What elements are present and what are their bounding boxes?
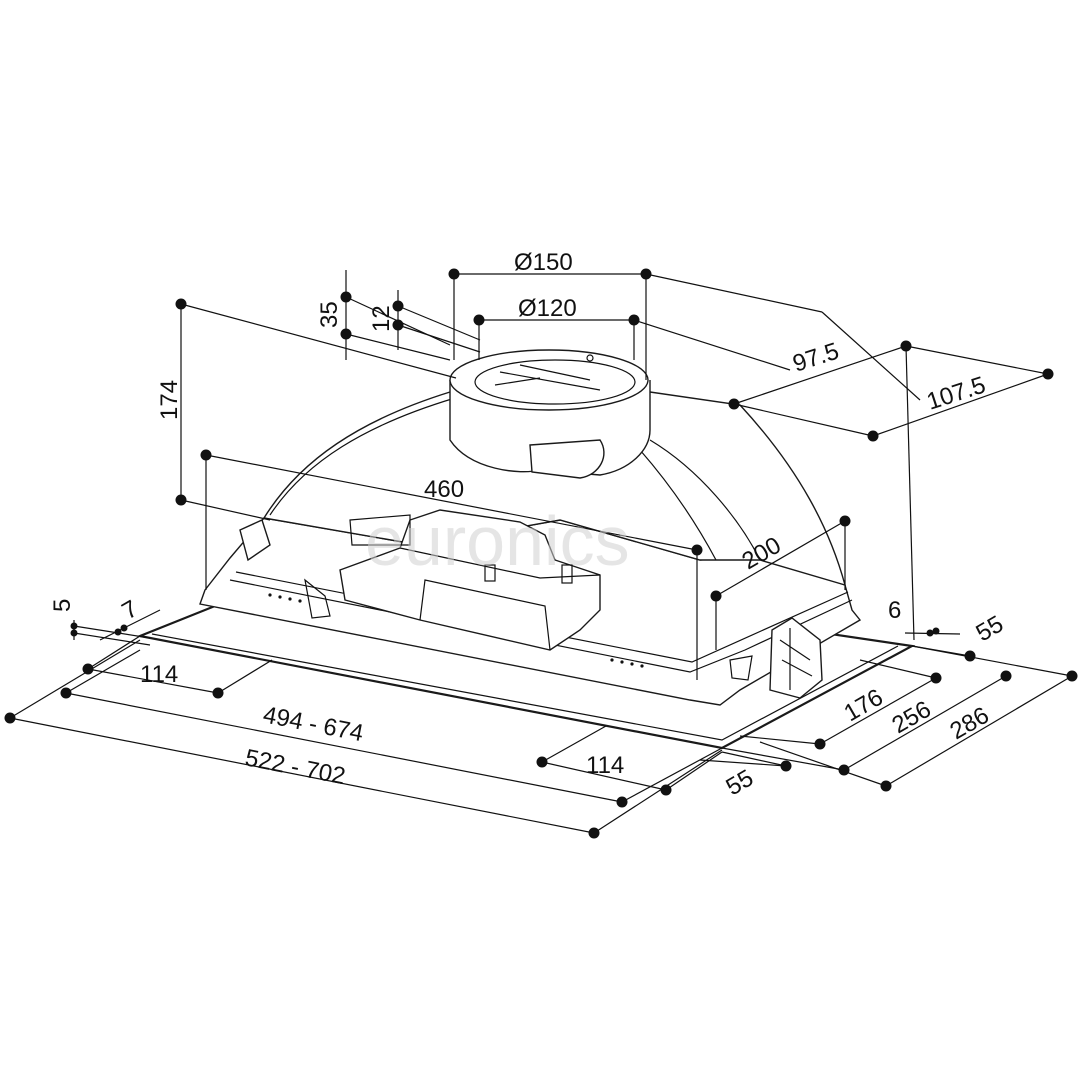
- label-d150: Ø150: [514, 249, 573, 276]
- vent-dots: [268, 593, 644, 668]
- label-522-702: 522 - 702: [243, 744, 348, 790]
- label-6: 6: [888, 597, 901, 624]
- left-bracket: [239, 519, 271, 562]
- right-bracket: [769, 617, 823, 699]
- label-5: 5: [49, 599, 76, 612]
- label-460: 460: [424, 476, 464, 503]
- label-114-left: 114: [140, 661, 178, 688]
- dimension-lines: [9, 270, 1073, 834]
- duct-bottom-lip: [529, 439, 605, 479]
- watermark-text: euronics: [365, 502, 630, 580]
- label-494-674: 494 - 674: [261, 701, 366, 747]
- label-114-bottom: 114: [586, 752, 624, 779]
- duct-outer-ring: [449, 349, 649, 411]
- label-256: 256: [888, 696, 936, 739]
- hood-body: [136, 349, 916, 750]
- label-286: 286: [946, 702, 994, 745]
- label-174: 174: [156, 380, 183, 420]
- label-35: 35: [316, 301, 343, 328]
- label-12: 12: [368, 305, 395, 332]
- label-7: 7: [118, 595, 143, 625]
- label-176: 176: [840, 684, 888, 727]
- label-97-5: 97.5: [790, 338, 843, 378]
- label-55-right: 55: [972, 610, 1009, 647]
- label-55-bottom: 55: [722, 764, 759, 801]
- dimension-dots: [4, 268, 1078, 839]
- label-107-5: 107.5: [924, 371, 989, 415]
- duct-inner-ring: [474, 359, 636, 405]
- label-d120: Ø120: [518, 295, 577, 322]
